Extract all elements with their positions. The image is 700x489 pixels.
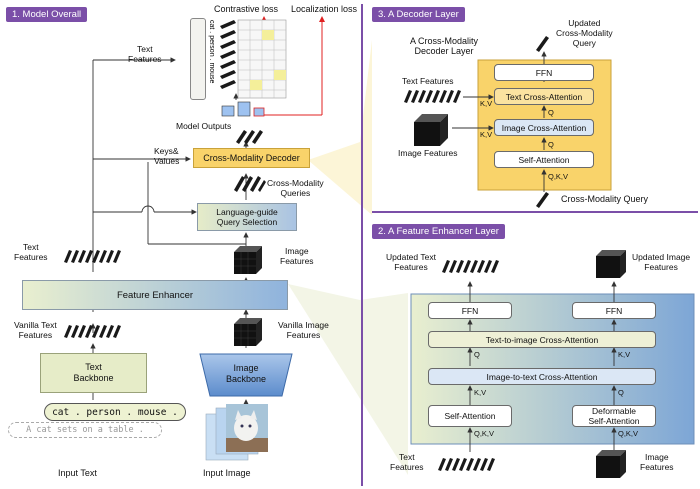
decoder-qkv-tag: Q,K,V xyxy=(548,172,569,181)
updated-text-feature-tokens xyxy=(442,260,499,273)
cross-modality-decoder-box: Cross-Modality Decoder xyxy=(193,148,310,168)
text-features-mid-label: Text Features xyxy=(14,242,48,262)
text-token-column xyxy=(190,18,206,100)
updated-image-features-cube xyxy=(596,250,626,278)
model-output-boxes xyxy=(221,101,265,117)
enhancer-q-left-tag: Q xyxy=(474,350,480,359)
decoder-ffn-box: FFN xyxy=(494,64,594,81)
text-backbone-box: Text Backbone xyxy=(40,353,147,393)
input-text-label: Input Text xyxy=(58,468,97,478)
feature-enhancer-box: Feature Enhancer xyxy=(22,280,288,310)
text-cross-attention-box: Text Cross-Attention xyxy=(494,88,594,105)
decoder-image-features-cube xyxy=(414,114,448,146)
text-features-tokens-mid xyxy=(64,250,121,263)
output-query-tokens xyxy=(236,130,263,144)
vanilla-text-feature-tokens xyxy=(64,325,121,338)
updated-query-token xyxy=(536,36,549,52)
cross-modality-query-tokens xyxy=(234,176,266,192)
input-image-label: Input Image xyxy=(203,468,251,478)
decoder-text-features-label: Text Features xyxy=(402,76,454,86)
section-title-model-overall: 1. Model Overall xyxy=(6,7,88,22)
image-to-text-cross-attention-box: Image-to-text Cross-Attention xyxy=(428,368,656,385)
image-backbone-shape xyxy=(199,353,293,397)
decoder-kv1-tag: K,V xyxy=(480,99,493,108)
updated-cross-modality-query-label: Updated Cross-Modality Query xyxy=(556,18,613,48)
enhancer-kv-right-tag: K,V xyxy=(618,350,631,359)
decoder-image-features-label: Image Features xyxy=(398,148,458,158)
keys-values-label: Keys& Values xyxy=(154,146,180,166)
vanilla-text-features-label: Vanilla Text Features xyxy=(14,320,57,340)
enhancer-qkv-right-tag: Q,K,V xyxy=(618,429,639,438)
matrix-word-person: person xyxy=(208,35,215,57)
enhancer-kv-left-tag: K,V xyxy=(474,388,487,397)
matrix-word-mouse: mouse xyxy=(208,62,215,84)
enhancer-qkv-left-tag: Q,K,V xyxy=(474,429,495,438)
enhancer-ffn-right-box: FFN xyxy=(572,302,656,319)
decoder-q2-tag: Q xyxy=(548,140,554,149)
input-tokens-pill: cat . person . mouse . xyxy=(44,403,186,421)
vanilla-image-features-cube xyxy=(234,318,262,346)
language-guide-query-selection-box: Language-guide Query Selection xyxy=(197,203,297,231)
matrix-word-stack: cat . person . mouse xyxy=(208,20,215,84)
image-features-label: Image Features xyxy=(280,246,314,266)
decoder-q1-tag: Q xyxy=(548,108,554,117)
model-outputs-label: Model Outputs xyxy=(176,121,232,131)
decoder-text-feature-tokens xyxy=(404,90,461,103)
input-sentence-pill: A cat sets on a table . xyxy=(8,422,162,438)
enhancer-text-feature-tokens xyxy=(438,458,495,471)
enhancer-q-right-tag: Q xyxy=(618,388,624,397)
deformable-self-attention-box: Deformable Self-Attention xyxy=(572,405,656,427)
decoder-self-attention-box: Self-Attention xyxy=(494,151,594,168)
enhancer-image-features-cube xyxy=(596,450,626,478)
contrastive-loss-label: Contrastive loss xyxy=(214,4,279,14)
enhancer-ffn-left-box: FFN xyxy=(428,302,512,319)
updated-image-features-label: Updated Image Features xyxy=(632,252,691,272)
matrix-word-cat: cat xyxy=(208,20,215,30)
decoder-kv2-tag: K,V xyxy=(480,130,493,139)
vanilla-image-features-label: Vanilla Image Features xyxy=(278,320,329,340)
cross-modality-query-label: Cross-Modality Query xyxy=(561,194,649,204)
updated-text-features-label: Updated Text Features xyxy=(386,252,436,272)
text-features-top-label: Text Features xyxy=(128,44,162,64)
decoder-layer-title: A Cross-Modality Decoder Layer xyxy=(410,36,479,56)
cross-modality-queries-label: Cross-Modality Queries xyxy=(267,178,324,198)
localization-loss-label: Localization loss xyxy=(291,4,358,14)
enhancer-self-attention-box: Self-Attention xyxy=(428,405,512,427)
decoder-zoom-highlight xyxy=(308,40,372,215)
contrastive-matrix xyxy=(220,19,287,99)
input-image-thumbnail xyxy=(205,404,268,461)
image-features-cube-mid xyxy=(234,246,262,274)
image-backbone-label: Image Backbone xyxy=(225,363,267,384)
text-to-image-cross-attention-box: Text-to-image Cross-Attention xyxy=(428,331,656,348)
image-cross-attention-box: Image Cross-Attention xyxy=(494,119,594,136)
enhancer-image-features-label: Image Features xyxy=(640,452,674,472)
enhancer-text-features-label: Text Features xyxy=(390,452,424,472)
enhancer-zoom-highlight xyxy=(288,284,408,475)
section-title-feature-enhancer-layer: 2. A Feature Enhancer Layer xyxy=(372,224,505,239)
section-title-decoder-layer: 3. A Decoder Layer xyxy=(372,7,465,22)
cross-modality-query-token xyxy=(536,192,549,208)
